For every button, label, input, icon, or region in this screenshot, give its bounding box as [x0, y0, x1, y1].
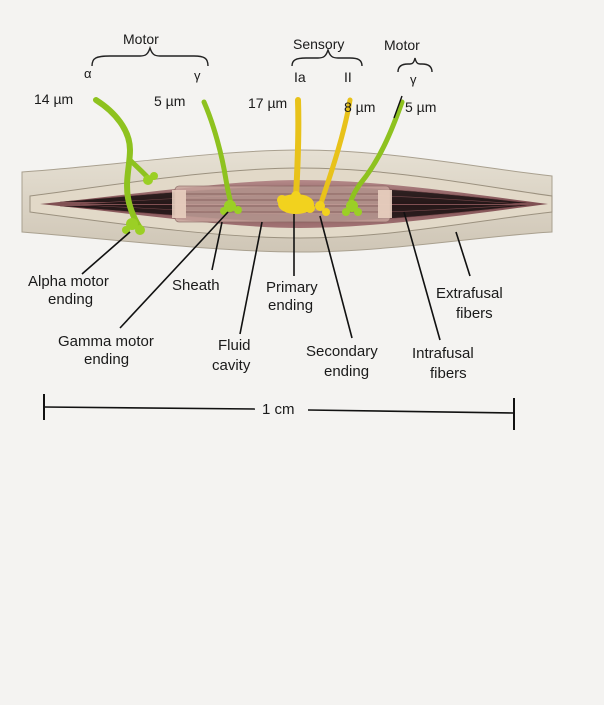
gamma-symbol-left: γ: [194, 68, 201, 83]
extrafusal-label-2: fibers: [456, 305, 493, 322]
leader-fluid-cavity: [239, 221, 263, 335]
leader-lines: [81, 211, 471, 341]
ia-diameter: 17 µm: [248, 95, 287, 111]
leader-sheath: [211, 221, 223, 271]
alpha-motor-label-2: ending: [48, 291, 93, 308]
gamma-left-diameter: 5 µm: [154, 93, 185, 109]
alpha-symbol: α: [84, 66, 92, 81]
motor-right-label: Motor: [384, 37, 420, 53]
primary-label-1: Primary: [266, 279, 318, 296]
sheath-label: Sheath: [172, 277, 220, 294]
gamma-motor-label-1: Gamma motor: [58, 333, 154, 350]
scale-bar-label: 1 cm: [262, 401, 295, 418]
motor-left-label: Motor: [123, 31, 159, 47]
nerve-endings: [122, 172, 362, 235]
sensory-label: Sensory: [293, 36, 344, 52]
leader-extrafusal: [455, 231, 471, 277]
gamma-symbol-right: γ: [410, 72, 417, 87]
leader-intrafusal: [403, 211, 441, 341]
extrafusal-label-1: Extrafusal: [436, 285, 503, 302]
header-braces: [91, 45, 433, 73]
scale-bar-line-right: [307, 409, 515, 414]
gamma-motor-ending-right: [342, 200, 362, 216]
axons: [93, 97, 405, 231]
sheath-block-right: [378, 190, 392, 218]
ia-label: Ia: [294, 69, 306, 85]
leader-secondary: [319, 215, 353, 339]
primary-label-2: ending: [268, 297, 313, 314]
secondary-label-2: ending: [324, 363, 369, 380]
gamma-motor-label-2: ending: [84, 351, 129, 368]
motor-left-brace: [91, 45, 209, 67]
secondary-label-1: Secondary: [306, 343, 378, 360]
alpha-motor-ending: [122, 172, 158, 235]
alpha-motor-label-1: Alpha motor: [28, 273, 109, 290]
scale-bar: 1 cm: [43, 394, 515, 430]
leader-alpha-motor: [81, 231, 131, 275]
intrafusal-label-2: fibers: [430, 365, 467, 382]
leader-gamma-motor: [119, 211, 229, 329]
intrafusal-label-1: Intrafusal: [412, 345, 474, 362]
motor-right-brace: [397, 57, 433, 73]
primary-ending: [277, 191, 315, 214]
sensory-brace: [291, 47, 363, 67]
fluid-cavity-label-1: Fluid: [218, 337, 251, 354]
gamma-motor-axon-right: [347, 99, 405, 207]
ii-label: II: [344, 69, 352, 85]
gamma-right-diameter: 5 µm: [405, 99, 436, 115]
alpha-motor-axon: [93, 97, 143, 231]
gamma-motor-axon-left: [201, 99, 235, 209]
ii-diameter: 8 µm: [344, 99, 375, 115]
scale-bar-line-left: [43, 406, 256, 410]
sheath-block-left: [172, 190, 186, 218]
secondary-ending: [315, 201, 330, 216]
alpha-diameter: 14 µm: [34, 91, 73, 107]
diameter-divider: [393, 95, 403, 119]
fluid-cavity-label-2: cavity: [212, 357, 251, 374]
ii-sensory-axon: [317, 97, 353, 209]
ia-sensory-axon: [293, 97, 302, 199]
